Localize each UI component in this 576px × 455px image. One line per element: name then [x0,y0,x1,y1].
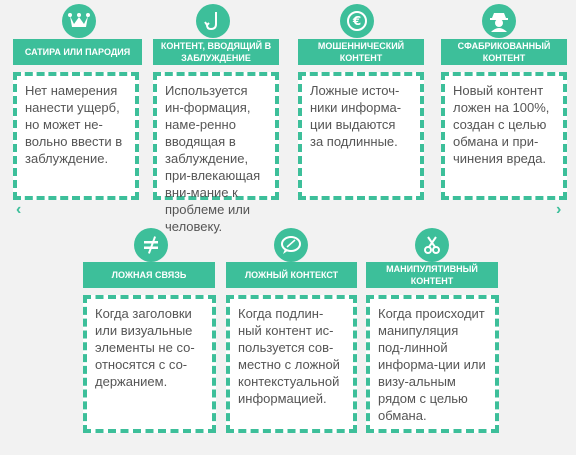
card-description: Когда подлин-ный контент ис-пользуется с… [226,295,357,433]
spy-icon [482,4,516,38]
card-description: Новый контент ложен на 100%, создан с це… [441,72,567,200]
svg-text:€: € [352,14,361,28]
card-title: ЛОЖНАЯ СВЯЗЬ [83,262,215,288]
scissors-icon [415,228,449,262]
card-description: Когда происходит манипуляция под-линной … [366,295,499,433]
card-title: СФАБРИКОВАННЫЙ КОНТЕНТ [441,39,567,65]
card-description: Ложные источ-ники информа-ции выдаются з… [298,72,424,200]
carousel-next-arrow[interactable]: › [556,201,562,218]
card-title: МОШЕННИЧЕСКИЙ КОНТЕНТ [298,39,424,65]
jester-hat-icon [62,4,96,38]
fishing-hook-icon [196,4,230,38]
card-title: МАНИПУЛЯТИВНЫЙ КОНТЕНТ [366,262,498,288]
card-description: Когда заголовки или визуальные элементы … [83,295,216,433]
card-title: САТИРА ИЛИ ПАРОДИЯ [13,39,142,65]
not-equal-icon [134,228,168,262]
carousel-prev-arrow[interactable]: ‹ [16,201,22,218]
card-title: КОНТЕНТ, ВВОДЯЩИЙ В ЗАБЛУЖДЕНИЕ [153,39,279,65]
card-description: Используется ин-формация, наме-ренно вво… [153,72,279,234]
card-title: ЛОЖНЫЙ КОНТЕКСТ [226,262,357,288]
euro-coin-icon: € [340,4,374,38]
speech-bubble-icon [274,228,308,262]
card-description: Нет намерения нанести ущерб, но может не… [13,72,139,200]
